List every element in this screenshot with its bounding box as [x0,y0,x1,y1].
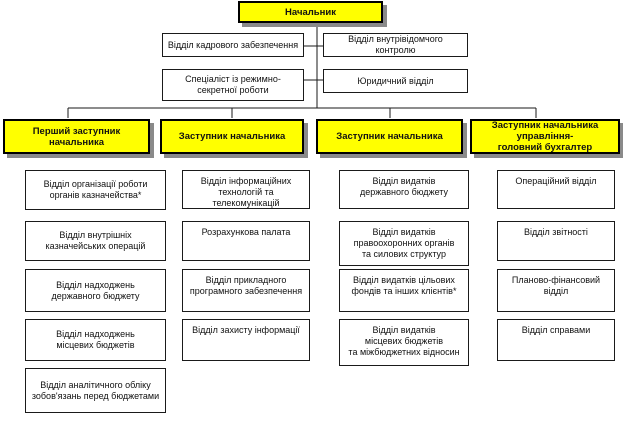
col1-unit-state-revenue: Відділ надходжень державного бюджету [25,269,166,312]
head-box: Начальник [238,1,383,23]
col1-unit-local-revenue: Відділ надходжень місцевих бюджетів [25,319,166,361]
deputy-box-expenses: Заступник начальника [316,119,463,154]
col4-unit-planning-finance: Планово-фінансовий відділ [497,269,615,312]
dept-hr-box: Відділ кадрового забезпечення [162,33,304,57]
col4-unit-reporting: Відділ звітності [497,221,615,261]
deputy-box-first: Перший заступник начальника [3,119,150,154]
col2-unit-it: Відділ інформаційних технологій та телек… [182,170,310,209]
col2-unit-settlement: Розрахункова палата [182,221,310,261]
col3-unit-target-funds: Відділ видатків цільових фондів та інших… [339,269,469,312]
col1-unit-organization: Відділ організації роботи органів казнач… [25,170,166,210]
col1-unit-analytic-accounting: Відділ аналітичного обліку зобов'язань п… [25,368,166,413]
col2-unit-security: Відділ захисту інформації [182,319,310,361]
col2-unit-software: Відділ прикладного програмного забезпече… [182,269,310,312]
col3-unit-state-expenses: Відділ видатків державного бюджету [339,170,469,209]
col1-unit-internal-ops: Відділ внутрішніх казначейських операцій [25,221,166,261]
col3-unit-local-expenses: Відділ видатків місцевих бюджетів та між… [339,319,469,366]
internal-control-box: Відділ внутрівідомчого контролю [323,33,468,57]
col4-unit-operations: Операційний відділ [497,170,615,209]
deputy-box-chief-accountant: Заступник начальника управління- головни… [470,119,620,154]
deputy-box-it: Заступник начальника [160,119,304,154]
legal-dept-box: Юридичний відділ [323,69,468,93]
secret-work-specialist-box: Спеціаліст із режимно- секретної роботи [162,69,304,101]
col3-unit-law-enforcement: Відділ видатків правоохоронних органів т… [339,221,469,266]
col4-unit-records: Відділ справами [497,319,615,361]
